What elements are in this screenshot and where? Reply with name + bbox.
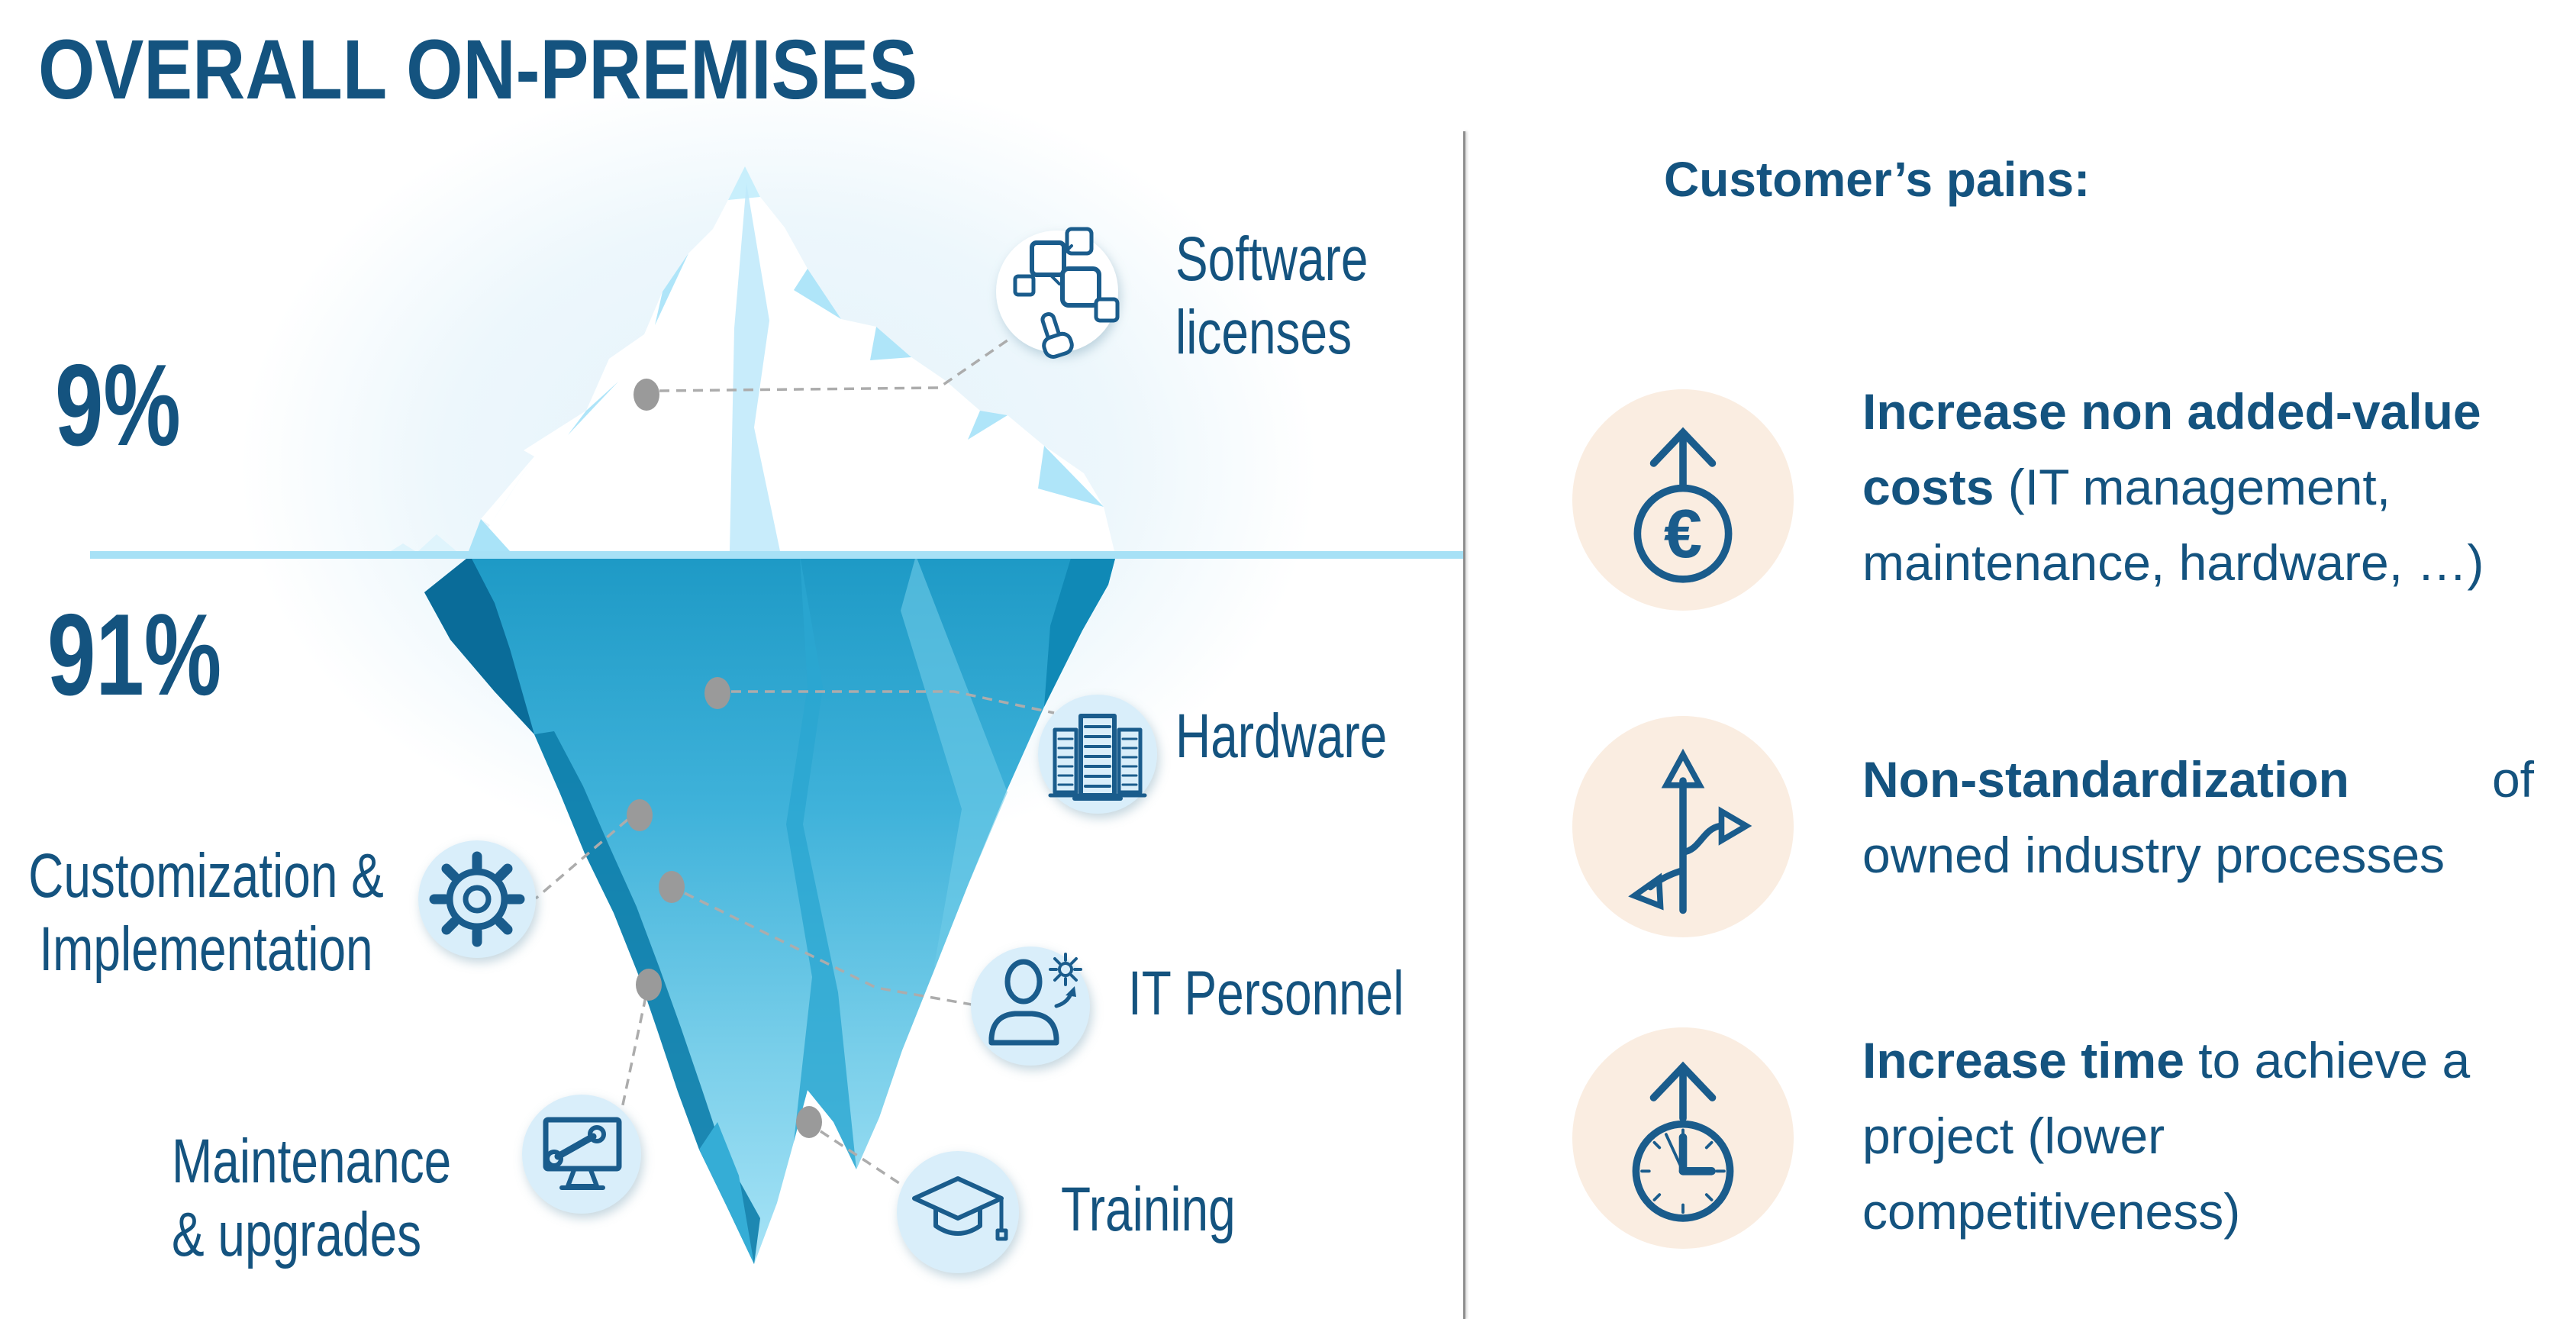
iceberg-facet <box>968 411 1008 440</box>
iceberg-facet <box>568 382 618 435</box>
label-software-licenses: Software licenses <box>1175 224 1369 367</box>
connector-hardware <box>731 690 1055 714</box>
label-training: Training <box>1061 1175 1236 1244</box>
gear-icon <box>418 840 536 958</box>
connector-dot-maintenance <box>636 969 662 1001</box>
euro-increase-icon: € <box>1633 427 1733 583</box>
server-towers-icon <box>1038 695 1157 814</box>
pain-bold-time: Increase time <box>1862 1032 2184 1088</box>
pains-heading: Customer’s pains: <box>1664 152 2091 207</box>
connector-maintenance <box>621 996 647 1109</box>
iceberg-facet <box>1038 446 1104 507</box>
iceberg-facet <box>469 519 510 551</box>
iceberg-facet <box>699 1122 754 1264</box>
pain-normal-costs: (IT management, maintenance, hardware, …… <box>1862 459 2484 591</box>
connector-dot-hardware <box>704 677 730 709</box>
iceberg-facet <box>490 456 534 525</box>
connector-software <box>659 335 1014 392</box>
iceberg-facet <box>1044 556 1116 707</box>
waterline <box>90 551 1464 559</box>
below-water-percentage: 91% <box>47 590 222 720</box>
iceberg-facet <box>786 556 856 1169</box>
software-licenses-icon <box>996 227 1120 359</box>
pain-bold-costs: Increase non added-value costs <box>1862 383 2481 515</box>
iceberg-facet <box>901 556 1008 974</box>
clock-increase-icon <box>1632 1061 1734 1222</box>
ice-floe <box>391 543 415 551</box>
label-customization-implementation: Customization & Implementation <box>28 841 384 984</box>
iceberg-below-water <box>424 556 1116 1264</box>
connector-it-personnel <box>684 892 972 1006</box>
connector-lines <box>534 335 1055 1185</box>
iceberg-facet <box>728 166 760 200</box>
connector-dot-software <box>634 379 659 411</box>
diverging-arrows-icon <box>1628 748 1752 914</box>
pain-normal-time: to achieve a project (lower competitiven… <box>1862 1032 2471 1240</box>
pain-text-time: Increase time to achieve a project (lowe… <box>1862 1023 2473 1250</box>
connector-customization <box>534 818 629 900</box>
pain-item-time <box>1572 1027 1794 1249</box>
panel-divider <box>1463 131 1465 1319</box>
iceberg-facet <box>655 253 688 325</box>
ice-floe <box>418 534 456 551</box>
iceberg-facet <box>794 269 841 319</box>
iceberg-facet <box>424 556 534 734</box>
pain-item-standardization <box>1572 716 1794 937</box>
monitor-wrench-icon <box>522 1095 641 1214</box>
pain-text-costs: Increase non added-value costs (IT manag… <box>1862 374 2534 601</box>
person-gear-icon <box>971 947 1090 1066</box>
label-hardware: Hardware <box>1175 701 1388 771</box>
iceberg-facet <box>730 183 780 551</box>
pain-text-standardization: Non-standardization of owned industry pr… <box>1862 742 2534 893</box>
connector-dot-it-personnel <box>659 871 685 903</box>
label-maintenance-upgrades: Maintenance & upgrades <box>172 1127 452 1269</box>
pain-normal-standardization: of owned industry processes <box>1862 751 2534 883</box>
connector-dot-customization <box>627 799 653 831</box>
pain-bold-standardization: Non-standardization <box>1862 751 2349 808</box>
iceberg-above-water <box>391 166 1114 551</box>
iceberg-diagram <box>90 166 1464 1273</box>
iceberg-facet <box>870 327 911 360</box>
label-it-personnel: IT Personnel <box>1128 959 1404 1028</box>
pain-item-costs: € <box>1572 389 1794 611</box>
graduation-cap-icon <box>897 1151 1019 1273</box>
svg-text:€: € <box>1664 495 1702 572</box>
connector-dots <box>627 379 822 1138</box>
connector-dot-training <box>796 1106 822 1138</box>
above-water-percentage: 9% <box>55 340 181 470</box>
page-title: OVERALL ON-PREMISES <box>38 23 918 117</box>
